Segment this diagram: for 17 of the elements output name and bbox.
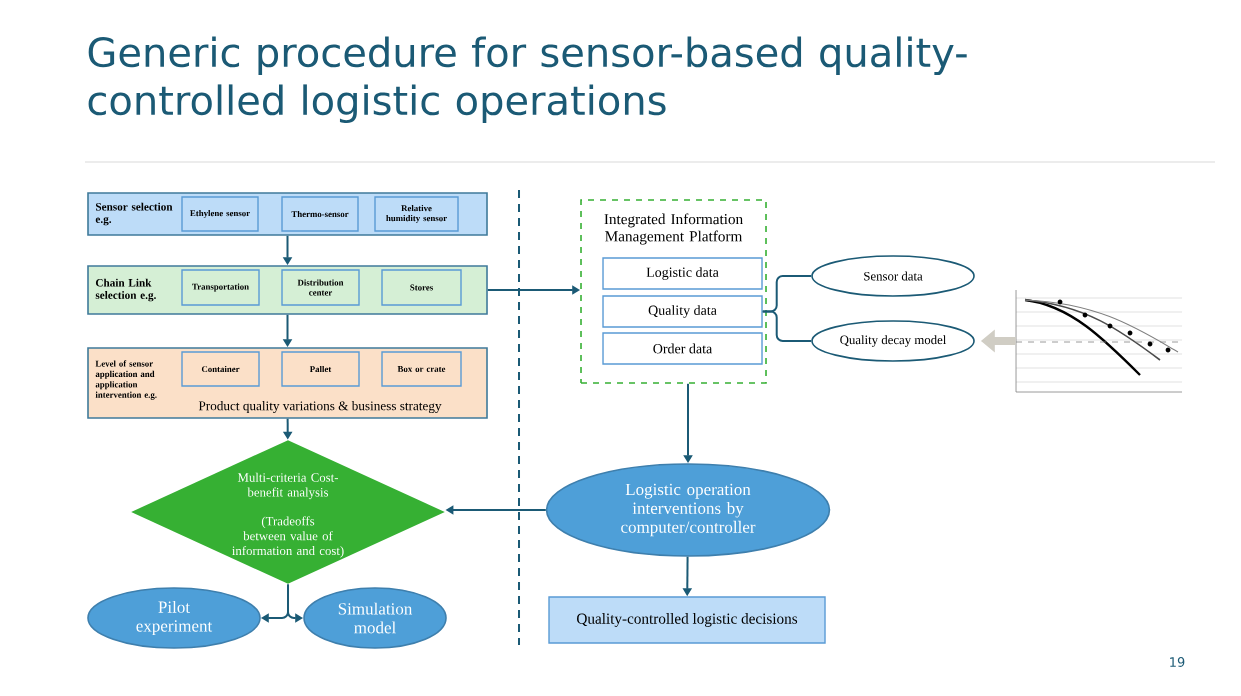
data-box: Quality data (602, 295, 763, 328)
title: Generic procedure for sensor-based quality-controlled logistic operations (88, 36, 967, 124)
data-box: Order data (602, 332, 763, 365)
picture (1015, 289, 1183, 393)
option-box: Box or crate (381, 351, 462, 387)
option-box: Pallet (281, 351, 360, 387)
option-box: Transportation (181, 269, 260, 306)
option-box: Ethylene sensor (181, 196, 259, 232)
option-box: Stores (381, 269, 462, 306)
option-box: Container (181, 351, 260, 387)
brace-line (761, 310, 813, 342)
page-number: 19 (1170, 657, 1185, 667)
decision-box: Quality-controlled logistic decisions (548, 596, 826, 644)
option-box: Distribution center (281, 269, 360, 306)
option-box: Thermo-sensor (281, 196, 359, 232)
option-box: Relative humidity sensor (374, 196, 459, 232)
data-box: Logistic data (602, 257, 763, 290)
